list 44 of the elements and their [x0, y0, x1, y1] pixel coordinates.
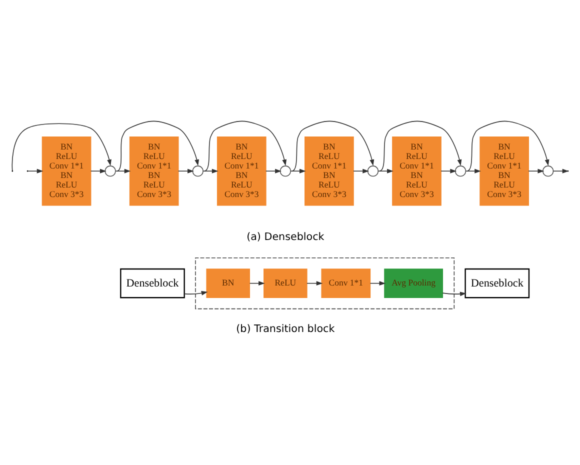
- arrow: [202, 168, 218, 174]
- arrow: [378, 120, 462, 172]
- arrow: [27, 168, 44, 174]
- arrow: [90, 168, 106, 174]
- node-box: BN ReLU Conv 1*1 BN ReLU Conv 3*3: [480, 136, 529, 206]
- node-circle: [192, 166, 204, 177]
- arrow: [466, 120, 550, 172]
- node-box: Denseblock: [120, 268, 185, 298]
- arrow: [306, 281, 323, 286]
- arrow: [466, 168, 481, 174]
- node-box: Denseblock: [464, 268, 530, 298]
- label: (a) Denseblock: [246, 230, 324, 243]
- node-box: BN ReLU Conv 1*1 BN ReLU Conv 3*3: [216, 136, 266, 206]
- node-circle: [104, 166, 116, 177]
- arrow: [184, 290, 208, 296]
- arrow: [442, 292, 466, 296]
- node-circle: [542, 166, 554, 177]
- node-box: BN ReLU Conv 1*1 BN ReLU Conv 3*3: [129, 136, 179, 206]
- arrow: [370, 281, 386, 286]
- arrow: [291, 120, 374, 172]
- arrow: [378, 168, 394, 174]
- node-circle: [454, 166, 466, 177]
- label: (b) Transition block: [236, 323, 335, 336]
- arrow: [249, 281, 265, 286]
- arrow: [266, 168, 282, 174]
- node-box: BN ReLU Conv 1*1 BN ReLU Conv 3*3: [304, 136, 354, 206]
- node-box: Avg Pooling: [384, 268, 444, 298]
- node-box: Conv 1*1: [321, 268, 371, 298]
- arrow: [290, 168, 306, 174]
- arrow: [115, 168, 131, 174]
- cluster: [195, 257, 455, 310]
- arrow: [12, 123, 112, 172]
- node-circle: [280, 166, 291, 177]
- node-box: BN: [206, 268, 250, 298]
- arrow: [116, 120, 200, 172]
- arrow: [440, 168, 457, 174]
- arrow: [178, 168, 194, 174]
- node-circle: [367, 166, 379, 177]
- arrow: [353, 168, 369, 174]
- arrow: [204, 120, 287, 172]
- node-box: BN ReLU Conv 1*1 BN ReLU Conv 3*3: [42, 136, 92, 206]
- arrow: [528, 168, 544, 174]
- node-box: ReLU: [264, 268, 308, 298]
- node-box: BN ReLU Conv 1*1 BN ReLU Conv 3*3: [392, 136, 442, 206]
